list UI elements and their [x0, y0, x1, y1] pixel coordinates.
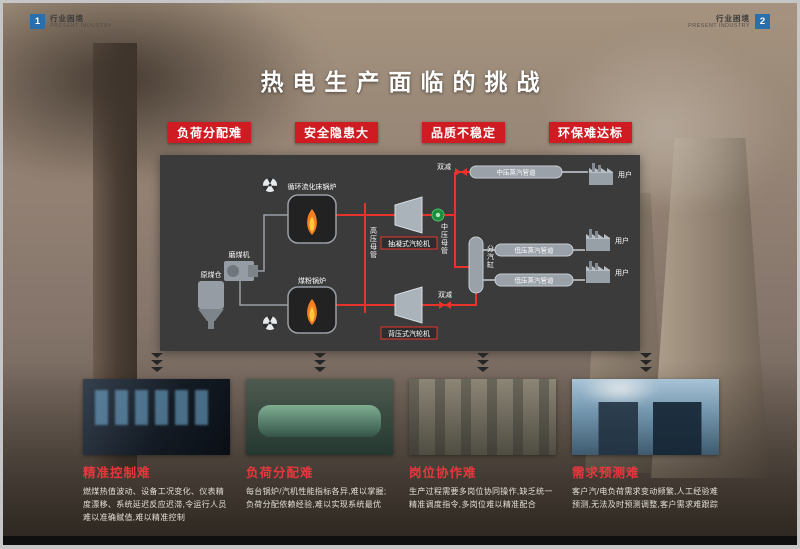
pc-boiler-icon [287, 286, 337, 334]
user-factory-icon-1 [589, 163, 613, 185]
coal-bunker-icon [198, 281, 224, 329]
control-room-photo [83, 379, 230, 455]
lp-steam-pipe-2-icon [494, 273, 574, 287]
coal-mill-label: 磨煤机 [229, 250, 250, 259]
mp-header-line [454, 215, 469, 268]
turbine-hall-photo [246, 379, 393, 455]
column-collaboration: 岗位协作难 生产过程需要多岗位协同操作,缺乏统一精准调度指令,多岗位难以精准配合 [409, 351, 556, 525]
column-description: 客户汽/电负荷需求变动频繁,人工经验难预测,无法及时预测调整,客户需求难跟踪 [572, 487, 719, 510]
chevron-down-icon [150, 353, 163, 358]
section-label-right: 行业困境 [716, 14, 750, 23]
steam-cylinder-icon [468, 236, 484, 294]
power-plant-photo [572, 379, 719, 455]
user-3-label: 用户 [615, 268, 629, 277]
steam-cylinder-label: 分汽缸 [487, 244, 495, 269]
column-load-allocation: 负荷分配难 每台锅炉/汽机性能指标各异,难以掌握;负荷分配依赖经验,难以实现系统… [246, 351, 393, 525]
column-demand-forecast: 需求预测难 客户汽/电负荷需求变动频繁,人工经验难预测,无法及时预测调整,客户需… [572, 351, 719, 525]
column-title: 岗位协作难 [409, 466, 477, 480]
user-1-label: 用户 [618, 170, 632, 179]
header-badge-right: 2 行业困境 PRESENT INDUSTRY [688, 14, 770, 29]
chevron-down-icon [150, 367, 163, 372]
chevron-down-icon [639, 353, 652, 358]
page-title: 热电生产面临的挑战 [260, 69, 549, 95]
reducer-bottom-label: 双减 [438, 290, 452, 299]
page-number-left: 1 [30, 14, 45, 29]
section-sublabel-right: PRESENT INDUSTRY [688, 23, 750, 29]
tag-quality-unstable: 品质不稳定 [421, 122, 505, 143]
turbine-backpressure-labelbox: 背压式汽轮机 [380, 326, 438, 340]
column-description: 生产过程需要多岗位协同操作,缺乏统一精准调度指令,多岗位难以精准配合 [409, 487, 553, 510]
turbine-extraction-labelbox: 抽凝式汽轮机 [380, 236, 438, 250]
lp-steam-pipe-2-label: 低压蒸汽管道 [515, 276, 555, 285]
column-title: 精准控制难 [83, 466, 151, 480]
column-description: 燃煤热值波动、设备工况变化、仪表精度漂移、系统延迟反应迟滞,令运行人员难以准确赋… [83, 487, 227, 523]
chevron-down-icon [313, 353, 326, 358]
coal-bunker-label: 原煤仓 [201, 270, 222, 279]
section-sublabel-left: PRESENT INDUSTRY [50, 23, 112, 29]
down-arrows-2 [246, 351, 393, 379]
radiation-icon-top [262, 177, 278, 192]
chevron-down-icon [150, 360, 163, 365]
mp-steam-pipe-icon [469, 165, 563, 179]
chevron-down-icon [639, 360, 652, 365]
reducer-bottom-icon [439, 301, 451, 309]
tag-safety-risk: 安全隐患大 [294, 122, 378, 143]
down-arrows-1 [83, 351, 230, 379]
page-number-right: 2 [755, 14, 770, 29]
challenge-columns: 精准控制难 燃煤热值波动、设备工况变化、仪表精度漂移、系统延迟反应迟滞,令运行人… [83, 351, 719, 525]
user-factory-icon-3 [586, 261, 610, 283]
column-title: 需求预测难 [572, 466, 640, 480]
coal-mill-icon [224, 261, 258, 281]
tag-environment: 环保难达标 [548, 122, 632, 143]
svg-text:背压式汽轮机: 背压式汽轮机 [388, 329, 430, 338]
smoke-plume [3, 3, 333, 173]
radiation-icon-bottom [262, 315, 278, 330]
reducer-top-label: 双减 [437, 162, 451, 171]
coal-feed-line-top [258, 214, 288, 272]
down-arrows-3 [409, 351, 556, 379]
tag-load-allocation: 负荷分配难 [168, 122, 252, 143]
pc-boiler-label: 煤粉锅炉 [298, 276, 326, 285]
valve-icon [431, 208, 445, 222]
user-2-label: 用户 [615, 236, 629, 245]
slide: 1 行业困境 PRESENT INDUSTRY 2 行业困境 PRESENT I… [3, 3, 797, 536]
reducer-top-icon [455, 168, 467, 176]
turbine-extraction-icon [394, 196, 423, 234]
turbine-backpressure-icon [394, 286, 423, 324]
process-diagram: 原煤仓 磨煤机 循环流化床锅炉 [198, 162, 632, 340]
svg-text:抽凝式汽轮机: 抽凝式汽轮机 [388, 239, 430, 248]
mp-steam-pipe-label: 中压蒸汽管道 [497, 168, 537, 177]
chevron-down-icon [476, 367, 489, 372]
chevron-down-icon [476, 353, 489, 358]
mp-header-label: 中压母管 [441, 222, 449, 255]
column-title: 负荷分配难 [246, 466, 314, 480]
chevron-down-icon [476, 360, 489, 365]
chevron-down-icon [313, 367, 326, 372]
lp-steam-pipe-1-icon [494, 243, 574, 257]
user-factory-icon-2 [586, 229, 610, 251]
coal-feed-line-bottom [239, 281, 288, 306]
workers-photo [409, 379, 556, 455]
challenge-tags: 负荷分配难 安全隐患大 品质不稳定 环保难达标 [160, 122, 640, 143]
chevron-down-icon [639, 367, 652, 372]
bottom-black-bar [3, 536, 797, 545]
process-diagram-panel: 原煤仓 磨煤机 循环流化床锅炉 [160, 155, 640, 351]
section-label-left: 行业困境 [50, 14, 84, 23]
chevron-down-icon [313, 360, 326, 365]
cfb-boiler-icon [287, 194, 337, 244]
header-badge-left: 1 行业困境 PRESENT INDUSTRY [30, 14, 112, 29]
lp-steam-pipe-1-label: 低压蒸汽管道 [515, 246, 555, 255]
down-arrows-4 [572, 351, 719, 379]
column-description: 每台锅炉/汽机性能指标各异,难以掌握;负荷分配依赖经验,难以实现系统最优 [246, 487, 387, 510]
column-precise-control: 精准控制难 燃煤热值波动、设备工况变化、仪表精度漂移、系统延迟反应迟滞,令运行人… [83, 351, 230, 525]
hp-header-label: 高压母管 [370, 226, 378, 259]
cfb-boiler-label: 循环流化床锅炉 [288, 182, 337, 191]
